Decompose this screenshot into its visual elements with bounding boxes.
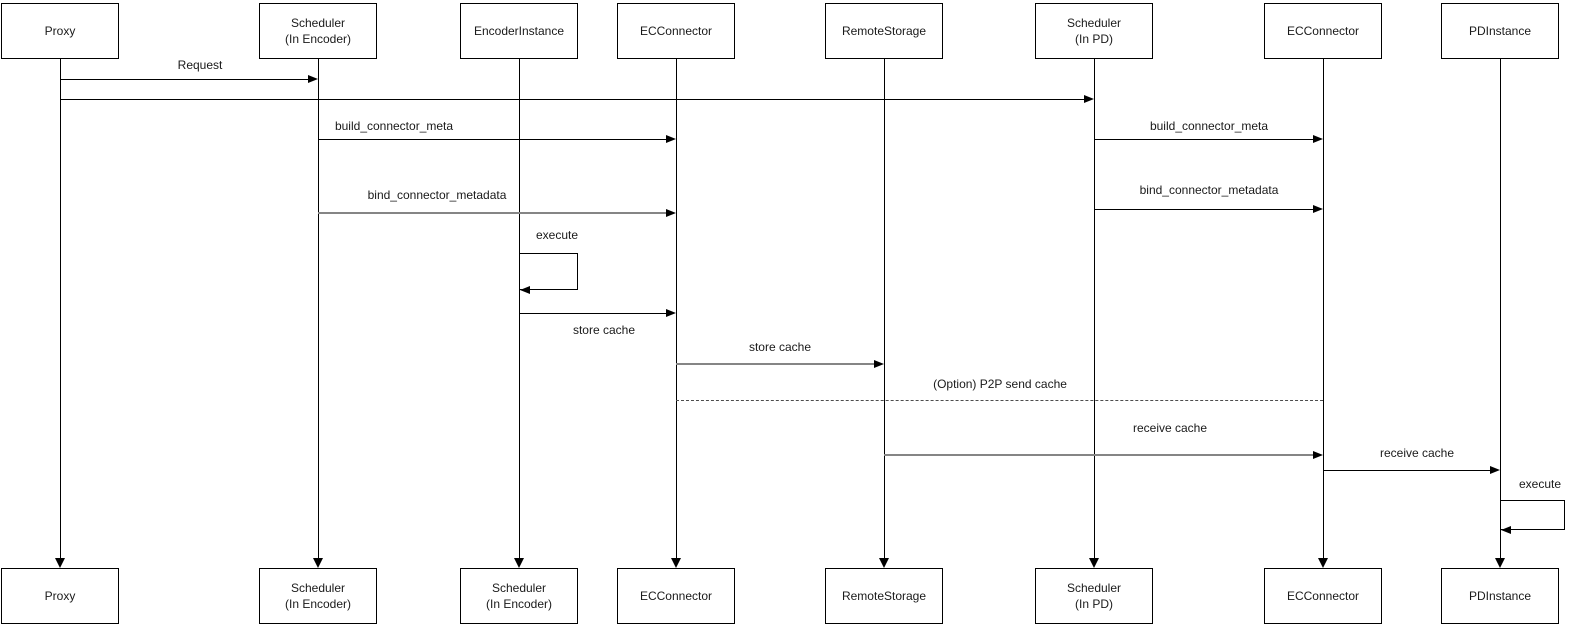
arrowhead-down-icon: [671, 558, 681, 568]
arrowhead-right-icon: [1313, 205, 1323, 213]
message-line-dashed: [676, 400, 1323, 401]
actor-top-ecconnector-left: ECConnector: [617, 3, 735, 59]
actor-bottom-remote-storage: RemoteStorage: [825, 568, 943, 624]
message-label: receive cache: [1132, 421, 1208, 435]
lifeline-scheduler-encoder: [317, 59, 319, 559]
message-label: store cache: [748, 340, 812, 354]
actor-bottom-scheduler-pd: Scheduler (In PD): [1035, 568, 1153, 624]
message-label: build_connector_meta: [334, 119, 454, 133]
message-label: receive cache: [1379, 446, 1455, 460]
arrowhead-right-icon: [308, 75, 318, 83]
lifeline-remote-storage: [883, 59, 885, 559]
arrowhead-down-icon: [313, 558, 323, 568]
message-line: [60, 99, 1084, 100]
message-label: bind_connector_metadata: [367, 188, 507, 202]
actor-bottom-ecconnector-left: ECConnector: [617, 568, 735, 624]
actor-top-encoder-instance: EncoderInstance: [460, 3, 578, 59]
arrowhead-left-icon: [1501, 526, 1511, 534]
self-loop-line: [1500, 500, 1565, 530]
message-line: [60, 79, 308, 80]
message-line: [1323, 470, 1490, 471]
arrowhead-right-icon: [666, 209, 676, 217]
message-label: (Option) P2P send cache: [933, 377, 1067, 391]
actor-top-remote-storage: RemoteStorage: [825, 3, 943, 59]
lifeline-pd-instance: [1499, 59, 1501, 559]
message-label: store cache: [572, 323, 636, 337]
arrowhead-down-icon: [879, 558, 889, 568]
message-label: bind_connector_metadata: [1139, 183, 1279, 197]
arrowhead-down-icon: [1495, 558, 1505, 568]
message-line: [318, 212, 666, 214]
lifeline-ecconnector-right: [1322, 59, 1324, 559]
actor-top-proxy: Proxy: [1, 3, 119, 59]
actor-bottom-scheduler-encoder-2: Scheduler (In Encoder): [460, 568, 578, 624]
actor-bottom-scheduler-encoder: Scheduler (In Encoder): [259, 568, 377, 624]
message-label: execute: [1518, 477, 1562, 491]
arrowhead-right-icon: [666, 309, 676, 317]
arrowhead-down-icon: [55, 558, 65, 568]
arrowhead-down-icon: [514, 558, 524, 568]
arrowhead-right-icon: [666, 135, 676, 143]
actor-bottom-pd-instance: PDInstance: [1441, 568, 1559, 624]
lifeline-scheduler-pd: [1093, 59, 1095, 559]
arrowhead-left-icon: [520, 286, 530, 294]
self-loop-line: [519, 253, 578, 290]
message-line: [519, 313, 666, 314]
actor-bottom-proxy: Proxy: [1, 568, 119, 624]
actor-top-scheduler-encoder: Scheduler (In Encoder): [259, 3, 377, 59]
arrowhead-right-icon: [1313, 451, 1323, 459]
lifeline-proxy: [59, 59, 61, 559]
actor-top-scheduler-pd: Scheduler (In PD): [1035, 3, 1153, 59]
arrowhead-right-icon: [1084, 95, 1094, 103]
message-line: [318, 139, 666, 140]
actor-bottom-ecconnector-right: ECConnector: [1264, 568, 1382, 624]
arrowhead-down-icon: [1089, 558, 1099, 568]
message-label: Request: [177, 58, 223, 72]
message-label: execute: [535, 228, 579, 242]
lifeline-encoder-instance: [518, 59, 520, 559]
message-label: build_connector_meta: [1149, 119, 1269, 133]
message-line: [676, 363, 874, 365]
arrowhead-right-icon: [874, 360, 884, 368]
message-line: [884, 454, 1313, 456]
actor-top-ecconnector-right: ECConnector: [1264, 3, 1382, 59]
arrowhead-down-icon: [1318, 558, 1328, 568]
lifeline-ecconnector-left: [675, 59, 677, 559]
message-line: [1094, 209, 1313, 210]
arrowhead-right-icon: [1313, 135, 1323, 143]
arrowhead-right-icon: [1490, 466, 1500, 474]
actor-top-pd-instance: PDInstance: [1441, 3, 1559, 59]
message-line: [1094, 139, 1313, 140]
